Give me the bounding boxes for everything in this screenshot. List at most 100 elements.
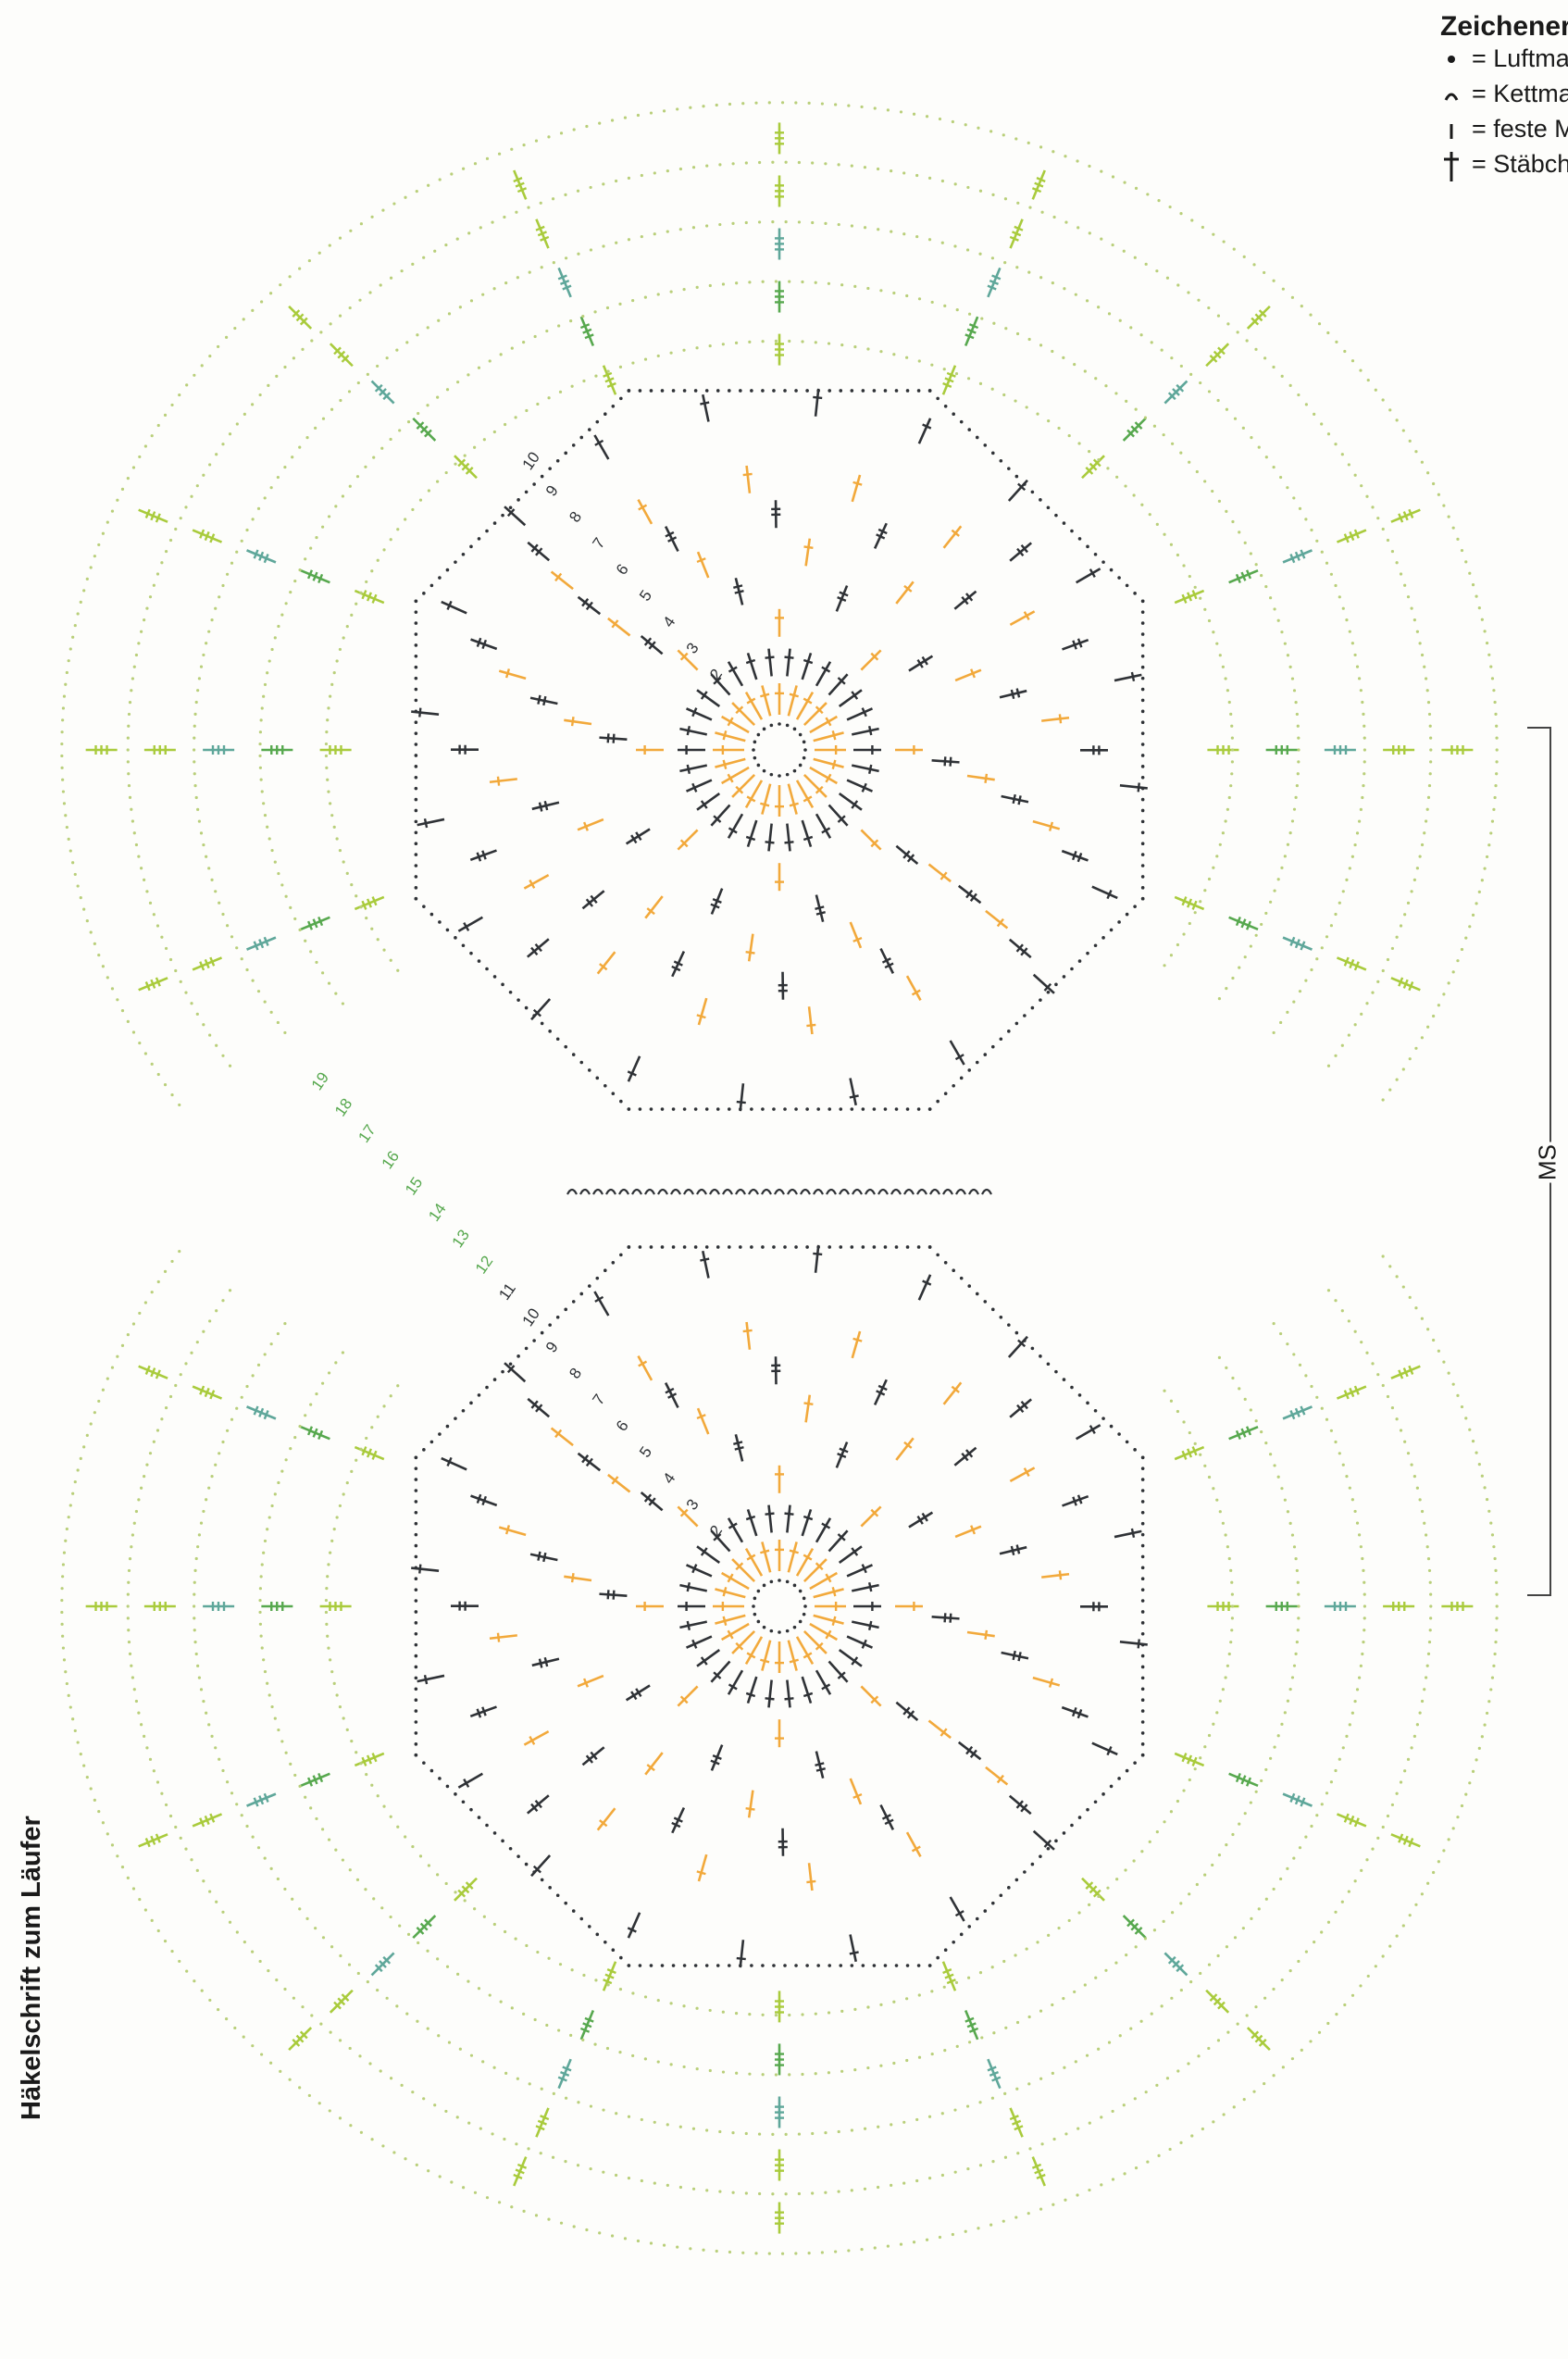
chain-stitch-dot (1361, 1557, 1363, 1560)
chain-stitch-dot (1052, 2138, 1055, 2141)
chain-stitch-dot (208, 1890, 211, 1892)
chain-stitch-dot (149, 1758, 152, 1761)
chain-stitch-dot (357, 381, 360, 384)
chain-stitch-dot (1170, 954, 1173, 956)
chain-stitch-dot (1106, 1887, 1109, 1890)
chain-stitch-dot (954, 182, 957, 185)
chain-stitch-dot (327, 706, 330, 709)
chain-stitch-dot (1226, 2030, 1229, 2033)
chain-stitch-dot (217, 345, 219, 348)
round-number: 6 (613, 561, 632, 579)
stitch-symbol (1000, 1545, 1027, 1555)
chain-stitch-dot (906, 1245, 910, 1249)
chain-stitch-dot (392, 202, 395, 205)
stitch-symbol (532, 801, 559, 811)
chain-stitch-dot (350, 1740, 353, 1742)
chain-stitch-dot (170, 1950, 173, 1953)
chain-stitch-dot (198, 820, 201, 823)
chain-stitch-dot (553, 261, 555, 264)
chain-stitch-dot (976, 1917, 979, 1921)
chain-stitch-dot (666, 169, 669, 172)
chain-stitch-dot (757, 1620, 761, 1624)
stitch-symbol (853, 745, 881, 755)
chain-stitch-dot (840, 2070, 843, 2073)
stitch-symbol (645, 896, 662, 918)
chain-stitch-dot (304, 940, 306, 942)
chain-stitch-dot (143, 1475, 145, 1478)
stitch-symbol (139, 1366, 168, 1379)
stitch-symbol (1002, 1651, 1028, 1661)
chain-stitch-dot (1419, 1712, 1422, 1715)
chain-stitch-dot (321, 1382, 324, 1385)
chain-stitch-dot (1110, 568, 1114, 572)
chain-stitch-dot (1263, 2082, 1265, 2085)
chain-stitch-dot (417, 1941, 419, 1944)
chain-stitch-dot (454, 463, 456, 466)
chain-stitch-dot (1429, 760, 1432, 763)
stitch-symbol (451, 745, 479, 755)
chain-stitch-dot (1133, 905, 1137, 908)
chain-stitch-dot (64, 683, 67, 686)
chain-stitch-dot (735, 281, 738, 284)
chain-stitch-dot (1094, 1977, 1097, 1979)
chain-stitch-dot (1223, 2113, 1226, 2116)
chain-stitch-dot (1292, 1353, 1295, 1355)
chain-stitch-dot (1407, 1758, 1410, 1761)
chain-stitch-dot (960, 1077, 964, 1080)
chain-stitch-dot (1141, 853, 1145, 856)
chain-stitch-dot (1400, 572, 1402, 575)
chain-stitch-dot (1265, 456, 1268, 458)
stitch-symbol (829, 1661, 848, 1681)
chain-stitch-dot (750, 1245, 753, 1249)
chain-stitch-dot (370, 2138, 373, 2141)
chain-stitch-dot (1272, 280, 1275, 282)
chain-stitch-dot (1212, 630, 1214, 633)
slip-stitch-arc (827, 1190, 836, 1194)
chain-stitch-dot (193, 1616, 195, 1619)
stitch-symbol (896, 846, 917, 864)
chain-stitch-dot (1016, 2152, 1019, 2154)
chain-stitch-dot (305, 1917, 308, 1920)
stitch-symbol (785, 824, 794, 852)
chain-stitch-dot (1182, 564, 1185, 567)
chain-stitch-dot (1362, 784, 1364, 787)
chain-stitch-dot (941, 2112, 944, 2115)
chain-stitch-dot (1281, 1978, 1284, 1981)
chain-stitch-dot (459, 2048, 462, 2051)
chain-stitch-dot (349, 230, 352, 232)
chain-stitch-dot (1269, 1453, 1272, 1455)
chain-stitch-dot (547, 135, 550, 138)
slip-stitch-arc (904, 1190, 914, 1194)
chain-stitch-dot (964, 2230, 967, 2233)
chain-stitch-dot (1442, 992, 1445, 995)
chain-stitch-dot (851, 2128, 853, 2131)
chain-stitch-dot (215, 453, 218, 456)
chain-stitch-dot (1426, 689, 1429, 692)
chain-stitch-dot (1182, 1789, 1185, 1791)
chain-stitch-dot (200, 831, 203, 834)
stitch-symbol (778, 972, 788, 1000)
chain-stitch-dot (71, 636, 74, 639)
legend-item-single: = feste Masche (1440, 113, 1568, 148)
chain-stitch-dot (1410, 1746, 1412, 1749)
stitch-symbol (552, 1428, 573, 1445)
chain-stitch-dot (133, 1688, 136, 1691)
chain-stitch-dot (1244, 1398, 1247, 1401)
chain-stitch-dot (1199, 1454, 1201, 1456)
stitch-symbol (775, 2150, 784, 2181)
chain-stitch-dot (1203, 1465, 1206, 1467)
stitch-symbol (775, 1641, 784, 1673)
chain-stitch-dot (745, 221, 748, 224)
stitch-symbol (697, 1650, 719, 1666)
chain-stitch-dot (1140, 1850, 1143, 1853)
chain-stitch-dot (928, 1964, 932, 1967)
chain-stitch-dot (1351, 855, 1354, 858)
stitch-symbol (775, 785, 784, 817)
chain-stitch-dot (541, 266, 543, 268)
chain-stitch-dot (1135, 408, 1138, 411)
slip-stitch-arc (943, 1190, 952, 1194)
chain-stitch-dot (1176, 283, 1179, 286)
chain-stitch-dot (1126, 1769, 1129, 1773)
chain-stitch-dot (989, 2223, 992, 2226)
chain-stitch-dot (321, 526, 324, 529)
